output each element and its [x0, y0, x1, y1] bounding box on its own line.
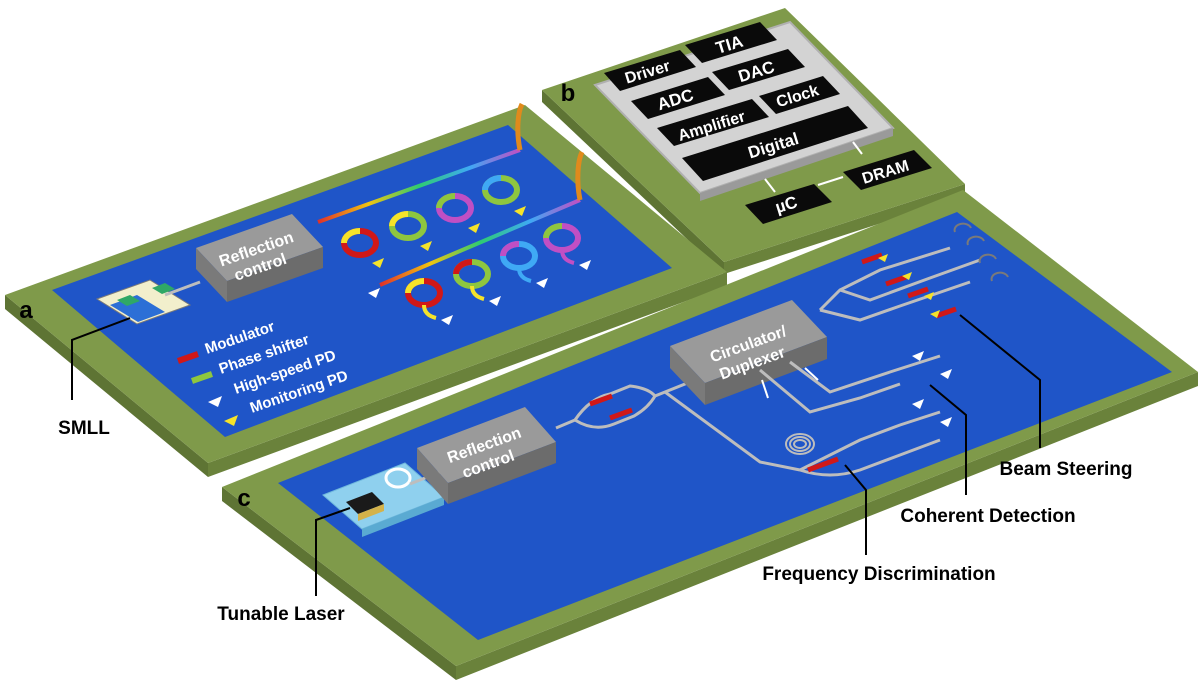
high-speed-pd-icon [940, 369, 952, 379]
ring-arc [436, 193, 456, 209]
callout-coherent-detection: Coherent Detection [900, 384, 1076, 527]
panel-a: Reflection control [5, 102, 727, 477]
laser-ring [384, 467, 412, 489]
high-speed-pd-icon [536, 278, 548, 288]
panel-b: Driver TIA ADC DAC Amplifier Clock Digit… [542, 8, 965, 274]
reflection-control-block-c: Reflection control [417, 407, 556, 504]
mzi-modulator-red-2 [609, 407, 633, 421]
circulator-duplexer-block: Circulator/ Duplexer [670, 300, 827, 405]
tunable-laser [322, 462, 445, 537]
high-speed-pd-icons-a [368, 260, 591, 325]
fiber-a1 [515, 102, 525, 151]
smll-callout-label: SMLL [58, 418, 110, 439]
reflection-control-block-a: Reflection control [196, 214, 323, 302]
high-speed-pd-icon [368, 288, 380, 298]
drop-waveguide [470, 285, 485, 301]
drop-waveguides-a [422, 249, 575, 320]
ring-arc [341, 228, 361, 244]
ring-arc [482, 175, 502, 191]
delay-coil [785, 433, 815, 455]
ring-colored-arcs-a [341, 175, 563, 294]
monitoring-pd-icon [420, 241, 432, 251]
chip-dac: DAC [712, 49, 805, 90]
high-speed-pd-icon [912, 399, 924, 409]
ring-arc [405, 278, 425, 294]
grating-couplers-c [953, 222, 1009, 282]
panel-c-letter: c [237, 485, 250, 512]
panel-c-board-side-right [456, 372, 1198, 680]
high-speed-pd-icon [940, 417, 952, 427]
smll-chip [95, 279, 192, 325]
panel-a-substrate [52, 125, 672, 437]
fiber-a2 [575, 150, 585, 201]
high-speed-pd-icon [489, 296, 501, 306]
panel-a-board-side-right [208, 272, 727, 477]
callout-frequency-discrimination-label: Frequency Discrimination [762, 564, 995, 585]
monitoring-pd-icons-a [372, 206, 526, 268]
chip-adc: ADC [631, 77, 725, 119]
beam-steering-monitoring-pd [878, 254, 940, 318]
legend-phase-shifter-swatch [191, 371, 213, 384]
monitoring-pd-icon [372, 258, 384, 268]
callout-tunable-laser: Tunable Laser [217, 507, 351, 625]
monitoring-pd-icon [878, 254, 888, 262]
callout-beam-steering-label: Beam Steering [999, 459, 1132, 480]
high-speed-pd-icon [912, 351, 924, 361]
monitoring-pd-icon [468, 223, 480, 233]
high-speed-pd-icon [441, 315, 453, 325]
bus-waveguide-a2 [379, 198, 581, 287]
waveguide-a-input [164, 280, 201, 297]
bus-arrows [764, 141, 863, 193]
laser-chip [346, 492, 384, 514]
waveguides-c [664, 246, 981, 477]
legend-monitoring-pd-swatch [224, 415, 238, 426]
monitoring-pd-icon [902, 272, 912, 280]
panel-c-substrate [278, 212, 1172, 640]
drop-waveguide [422, 304, 437, 320]
monitoring-pd-icon [924, 292, 934, 300]
panel-c: Reflection control Circulator/ Duplexer [217, 190, 1198, 680]
panel-b-board-side [542, 90, 724, 274]
ring-arc [543, 223, 563, 239]
ring-arc [500, 241, 520, 257]
direction-arrows-c [761, 367, 819, 399]
smll-callout: SMLL [58, 317, 131, 439]
callout-tunable-laser-label: Tunable Laser [217, 604, 345, 625]
panel-c-board-side-left [222, 487, 456, 680]
ring-arc [453, 259, 473, 275]
legend-modulator-swatch [177, 351, 199, 364]
monitoring-pd-icon [930, 310, 940, 318]
callout-coherent-detection-label: Coherent Detection [900, 506, 1075, 527]
callout-beam-steering: Beam Steering [959, 314, 1133, 480]
bus-waveguide-a1 [317, 148, 521, 224]
beam-steering-modulators [861, 252, 957, 319]
callout-frequency-discrimination: Frequency Discrimination [762, 464, 996, 585]
drop-waveguide [560, 249, 575, 265]
panel-a-board-side-left [5, 295, 208, 477]
legend-high-speed-pd-swatch [208, 396, 222, 407]
mzi-modulator [555, 380, 691, 430]
panel-a-letter: a [19, 297, 33, 324]
panel-b-board-side-right [724, 184, 965, 274]
monitoring-pd-icon [514, 206, 526, 216]
drop-waveguide [517, 267, 532, 283]
fd-modulator-red [807, 456, 839, 473]
panel-b-die-shadow [700, 128, 893, 201]
mzi-modulator-red-1 [589, 393, 613, 407]
high-speed-pd-icon [579, 260, 591, 270]
chip-tia: TIA [685, 22, 777, 63]
chip-uc: µC [745, 184, 832, 224]
coherent-pd-icons [912, 351, 952, 427]
panel-b-letter: b [561, 80, 576, 107]
ring-arc [389, 211, 409, 227]
